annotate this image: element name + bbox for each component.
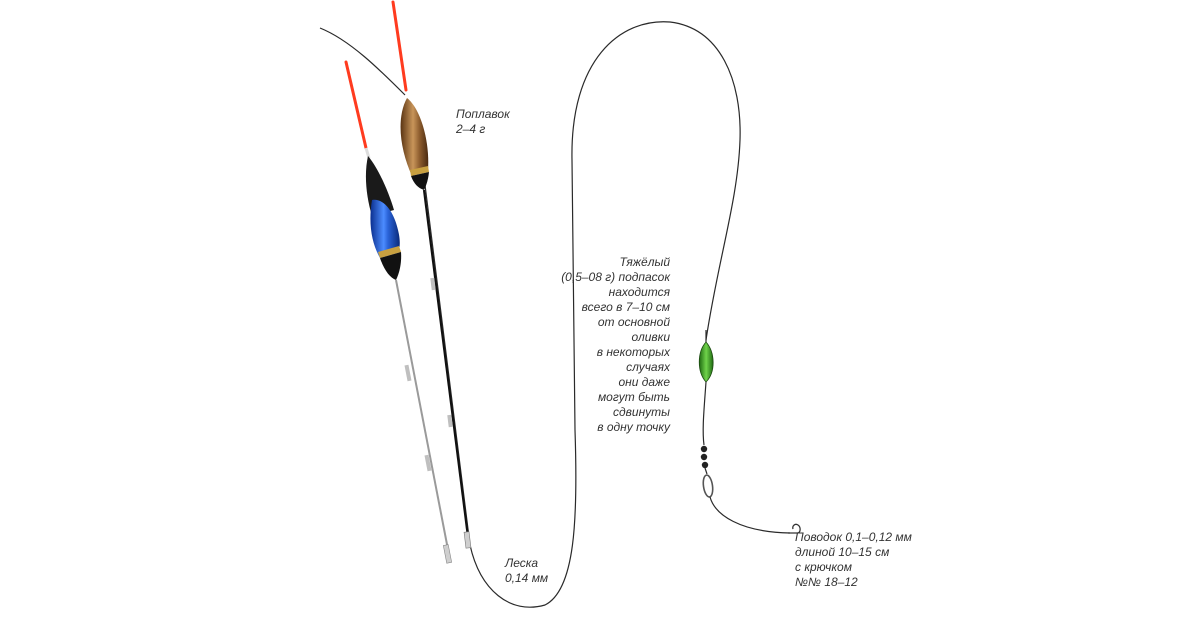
- main-fishing-line: [319, 21, 741, 608]
- brown-float-icon: [391, 0, 472, 549]
- main-line-label-line: Леска: [505, 556, 539, 570]
- leader-label: Поводок 0,1–0,12 мм длиной 10–15 см с кр…: [795, 530, 912, 590]
- hook-icon: [788, 523, 801, 534]
- shot-icon: [700, 445, 709, 469]
- sinker-label: Тяжёлый (0,5–08 г) подпасок находится вс…: [561, 255, 670, 435]
- blue-float-icon: [344, 60, 453, 564]
- sinker-label-line: Тяжёлый: [619, 255, 670, 269]
- swivel-icon: [702, 467, 791, 534]
- leader-label-line: Поводок 0,1–0,12 мм: [795, 530, 912, 544]
- leader-label-line: длиной 10–15 см: [795, 545, 890, 559]
- sinker-label-line: (0,5–08 г) подпасок: [561, 270, 670, 284]
- sinker-label-line: сдвинуты: [613, 405, 670, 419]
- sinker-label-line: от основной: [597, 315, 670, 329]
- sinker-label-line: в некоторых: [596, 345, 670, 359]
- sinker-label-line: находится: [608, 285, 670, 299]
- sinker-label-line: они даже: [618, 375, 670, 389]
- float-label-line: Поплавок: [456, 107, 510, 121]
- sinker-label-line: в одну точку: [597, 420, 670, 434]
- leader-label-line: №№ 18–12: [795, 575, 858, 589]
- float-label: Поплавок 2–4 г: [456, 107, 510, 137]
- olive-sinker-icon: [698, 330, 714, 446]
- main-line-label: Леска 0,14 мм: [505, 556, 548, 586]
- sinker-label-line: могут быть: [597, 390, 670, 404]
- sinker-label-line: оливки: [631, 330, 670, 344]
- sinker-label-line: всего в 7–10 см: [581, 300, 670, 314]
- main-line-label-line: 0,14 мм: [505, 571, 549, 585]
- leader-label-line: с крючком: [795, 560, 852, 574]
- sinker-label-line: случаях: [626, 360, 670, 374]
- float-label-line: 2–4 г: [456, 122, 486, 136]
